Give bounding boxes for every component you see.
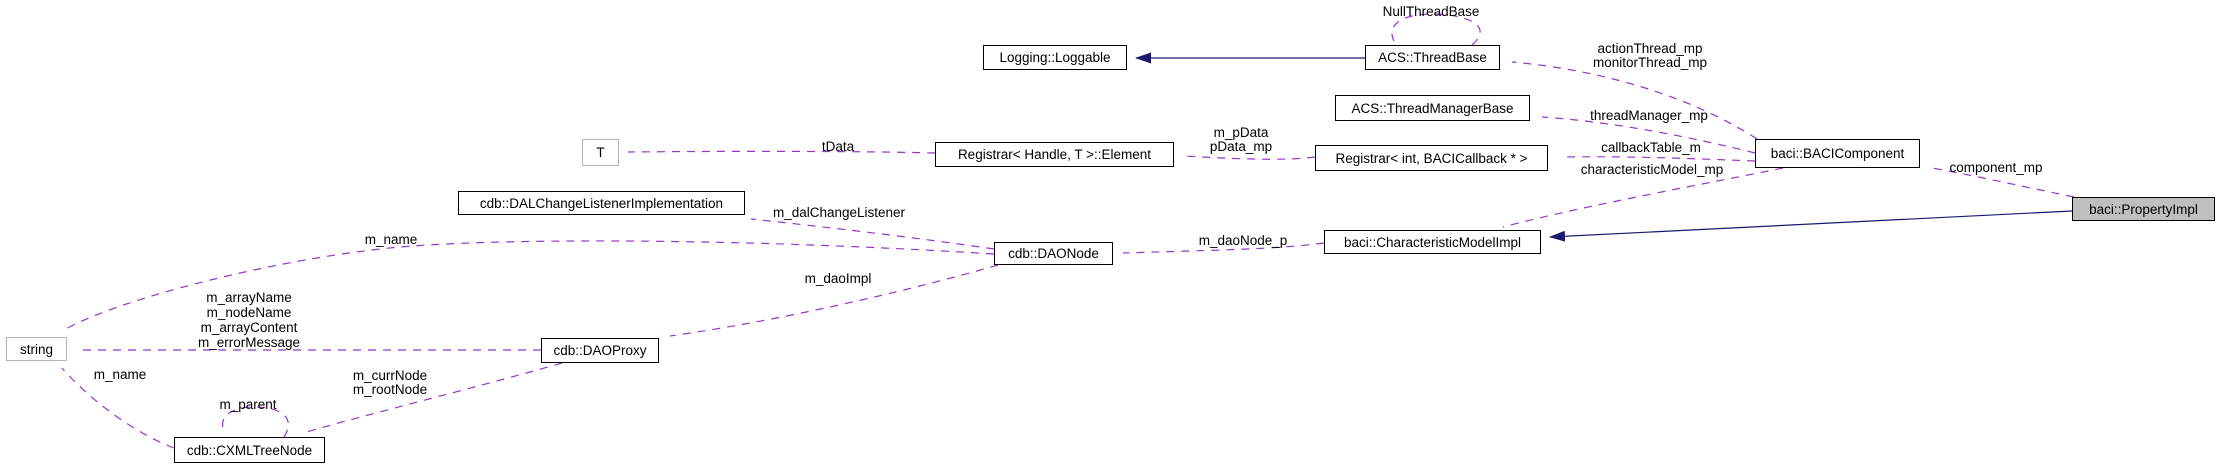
class-node-logging-loggable[interactable]: Logging::Loggable [983,45,1127,70]
edge-label-nullthreadbase: NullThreadBase [1382,4,1480,19]
edge-label-m-name-tree: m_name [93,367,147,382]
class-node-baci-propertyimpl: baci::PropertyImpl [2072,197,2215,221]
class-node-cdb-daoproxy[interactable]: cdb::DAOProxy [541,338,659,363]
class-node-baci-characteristicmodelimpl[interactable]: baci::CharacteristicModelImpl [1324,230,1541,254]
edge-characteristicmodel [1502,167,1784,228]
edge-label-threadmanager-mp: threadManager_mp [1590,108,1708,123]
class-node-baci-bacicomponent[interactable]: baci::BACIComponent [1755,139,1920,168]
edge-label-m-name-daonode: m_name [364,232,418,247]
edge-component-mp [1931,167,2075,198]
edge-label-characteristicmodel-mp: characteristicModel_mp [1580,162,1724,177]
edge-m-daonode-p [1122,242,1325,254]
edge-label-m-currnode: m_currNode [352,368,428,383]
edge-m-dalchangelistener [750,218,995,250]
class-node-cdb-dalchangelistenerimplementation[interactable]: cdb::DALChangeListenerImplementation [458,191,745,215]
edge-label-component-mp: component_mp [1949,160,2043,175]
class-node-t: T [582,139,619,166]
edge-label-m-parent: m_parent [219,397,277,412]
edge-m-parent-selfloop [222,406,289,438]
edge-nullthreadbase-selfloop [1391,13,1481,46]
edge-label-m-rootnode: m_rootNode [352,382,428,397]
edge-label-mpdata-pdatamp: m_pData pData_mp [1210,126,1272,154]
edge-m-daoimpl [669,264,999,337]
class-node-cdb-daonode[interactable]: cdb::DAONode [994,242,1113,265]
edge-label-m-arrayname: m_arrayName [206,290,292,305]
edge-label-m-errormessage: m_errorMessage [197,335,301,350]
edge-label-callbacktable-m: callbackTable_m [1601,140,1701,155]
edge-actionthread [1511,61,1758,140]
edge-m-currnode-rootnode [302,362,563,434]
edge-m-name-tree-string [61,367,175,449]
edge-inheritance-propertyimpl-characteristicmodelimpl [1549,210,2073,242]
edge-label-daoproxy-string-members: m_arrayName m_nodeName m_arrayContent m_… [198,290,300,350]
edge-label-m-daoimpl: m_daoImpl [804,271,872,286]
class-node-acs-threadbase[interactable]: ACS::ThreadBase [1365,45,1500,70]
edge-label-m-nodename: m_nodeName [206,305,292,320]
edge-label-m-dalchangelistener: m_dalChangeListener [772,205,906,220]
edge-label-actionthread-monitorthread: actionThread_mp monitorThread_mp [1593,42,1707,70]
edge-label-monitorthread-mp: monitorThread_mp [1592,55,1708,70]
class-node-registrar-int-bacicallback[interactable]: Registrar< int, BACICallback * > [1315,145,1548,171]
class-node-acs-threadmanagerbase[interactable]: ACS::ThreadManagerBase [1335,95,1530,121]
edge-label-pdata-mp: pData_mp [1209,139,1273,154]
edge-label-tdata: tData [821,139,855,154]
class-node-registrar-element[interactable]: Registrar< Handle, T >::Element [935,142,1174,167]
edge-m-pdata [1183,155,1316,160]
class-node-cdb-cxmltreenode[interactable]: cdb::CXMLTreeNode [174,437,325,463]
class-node-string: string [6,337,67,361]
edge-label-mcurrnode-mrootnode: m_currNode m_rootNode [353,369,427,397]
edge-label-m-daonode-p: m_daoNode_p [1198,233,1288,248]
edge-tdata [627,150,936,154]
edge-callbacktable [1559,156,1756,162]
edge-label-m-pdata: m_pData [1213,125,1269,140]
edge-label-actionthread-mp: actionThread_mp [1597,41,1703,56]
edge-label-m-arraycontent: m_arrayContent [200,320,298,335]
